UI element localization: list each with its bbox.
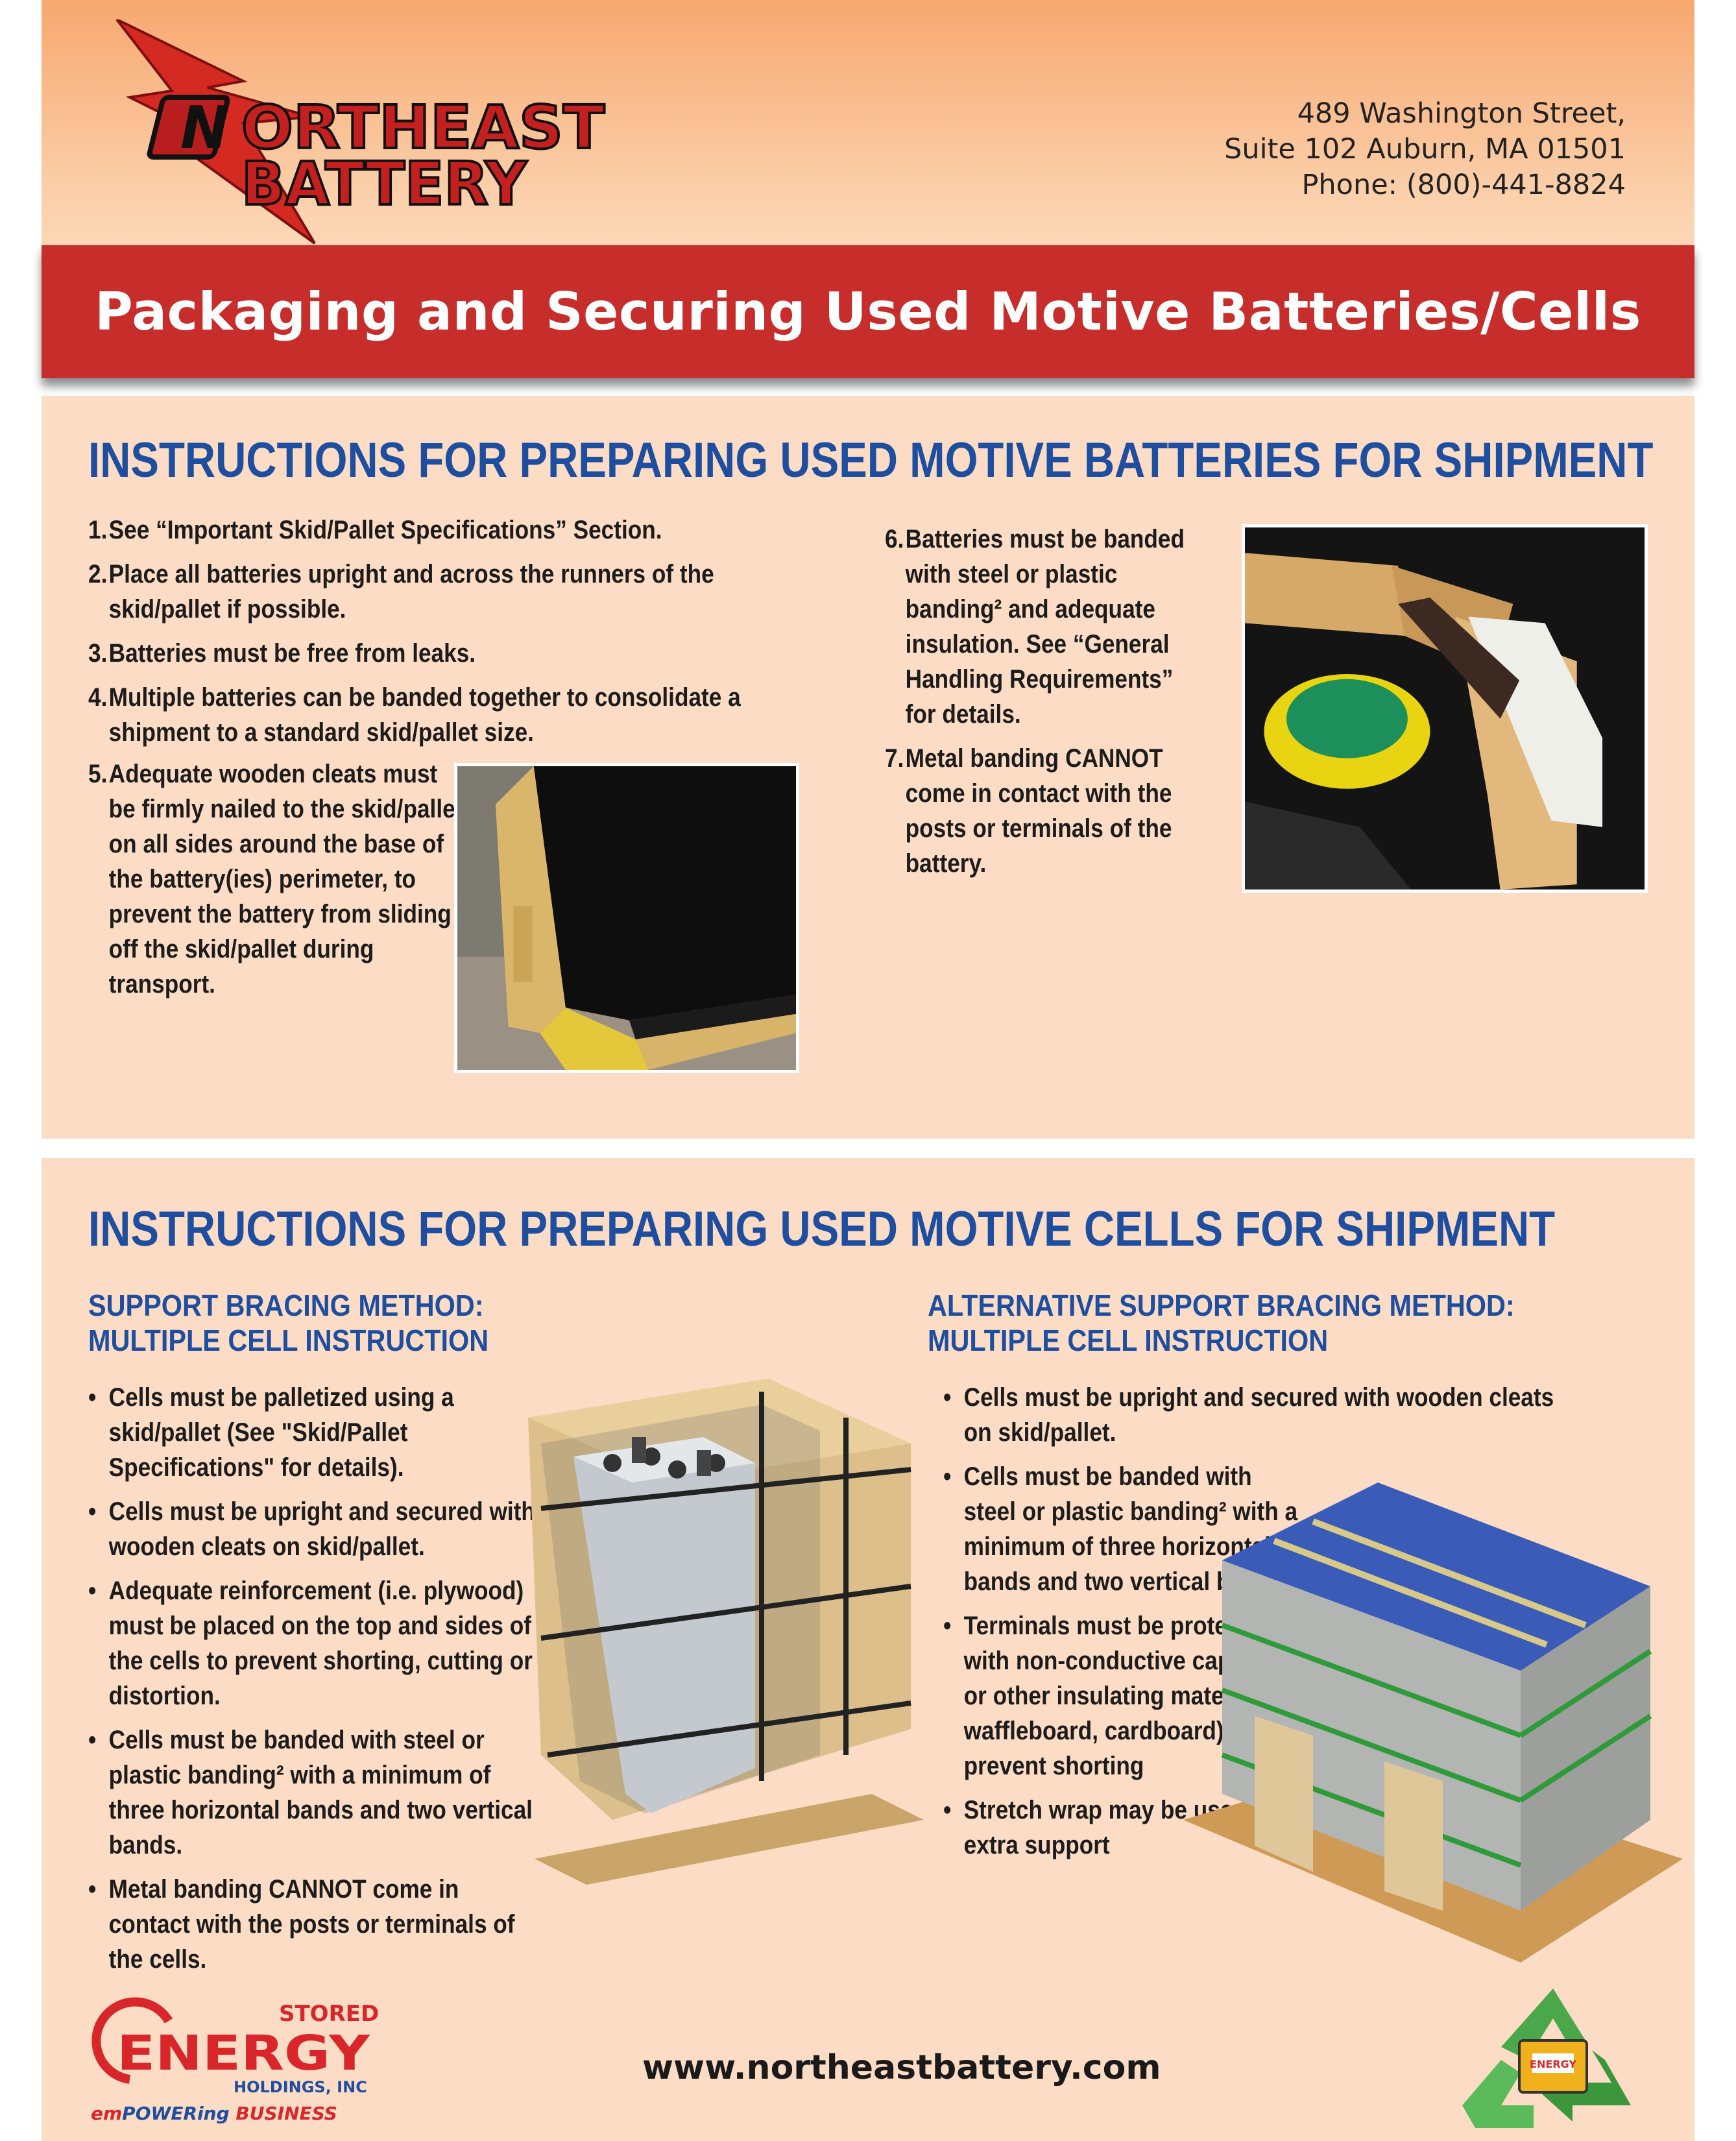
list-item: 1.See “Important Skid/Pallet Specificati… <box>88 516 662 544</box>
logo-energy-text: ENERGY <box>117 2026 371 2081</box>
list-item: 5.Adequate wooden cleats must be firmly … <box>88 760 463 998</box>
left-method-title: SUPPORT BRACING METHOD: <box>88 1288 484 1322</box>
list-item: 3.Batteries must be free from leaks. <box>88 639 476 668</box>
list-item: 6.Batteries must be banded with steel or… <box>885 525 1185 729</box>
left-method-bullets: •Cells must be palletized using a skid/p… <box>88 1380 542 1986</box>
list-item: •Cells must be upright and secured with … <box>88 1497 535 1561</box>
cell-pallet-illustration <box>1183 1482 1683 1963</box>
batteries-section: INSTRUCTIONS FOR PREPARING USED MOTIVE B… <box>42 396 1694 1139</box>
logo-tagline: emPOWERing BUSINESS <box>91 2103 337 2124</box>
northeast-battery-logo[interactable]: N ORTHEAST BATTERY <box>104 19 623 247</box>
title-banner: Packaging and Securing Used Motive Batte… <box>42 245 1694 378</box>
company-address: 489 Washington Street, Suite 102 Auburn,… <box>1042 96 1626 203</box>
list-item: •Cells must be banded with steel or plas… <box>88 1726 533 1859</box>
batteries-steps-left: 1.See “Important Skid/Pallet Specificati… <box>88 513 828 759</box>
batteries-step-5: 5.Adequate wooden cleats must be firmly … <box>88 756 464 1011</box>
batteries-heading: INSTRUCTIONS FOR PREPARING USED MOTIVE B… <box>88 433 1654 488</box>
page-title: Packaging and Securing Used Motive Batte… <box>95 282 1641 342</box>
cells-section: INSTRUCTIONS FOR PREPARING USED MOTIVE C… <box>42 1158 1694 2141</box>
logo-letter: N <box>180 94 229 162</box>
logo-stored-text: STORED <box>279 2001 379 2027</box>
banding-photo <box>1242 524 1648 893</box>
list-item: 7.Metal banding CANNOT come in contact w… <box>885 744 1172 878</box>
list-item: 2.Place all batteries upright and across… <box>88 560 714 623</box>
list-item: •Adequate reinforcement (i.e. plywood) m… <box>88 1577 533 1710</box>
batteries-steps-right: 6.Batteries must be banded with steel or… <box>885 522 1196 890</box>
website-link[interactable]: www.northeastbattery.com <box>642 2048 1161 2087</box>
left-method-subtitle: MULTIPLE CELL INSTRUCTION <box>88 1324 489 1357</box>
address-line-1: 489 Washington Street, <box>1297 97 1626 130</box>
cleat-photo <box>454 763 799 1073</box>
right-method-subtitle: MULTIPLE CELL INSTRUCTION <box>928 1324 1329 1357</box>
left-method-heading: SUPPORT BRACING METHOD: MULTIPLE CELL IN… <box>88 1288 488 1358</box>
recycle-icon: ENERGY <box>1462 1989 1631 2128</box>
logo-line-2: BATTERY <box>241 149 527 219</box>
battery-label: ENERGY <box>1530 2058 1576 2070</box>
crate-illustration <box>528 1379 924 1885</box>
right-method-heading: ALTERNATIVE SUPPORT BRACING METHOD: MULT… <box>928 1288 1515 1358</box>
right-method-title: ALTERNATIVE SUPPORT BRACING METHOD: <box>928 1288 1515 1322</box>
list-item: 4.Multiple batteries can be banded toget… <box>88 683 741 747</box>
address-line-2: Suite 102 Auburn, MA 01501 <box>1224 133 1626 165</box>
cells-heading: INSTRUCTIONS FOR PREPARING USED MOTIVE C… <box>88 1202 1556 1257</box>
logo-line-1: ORTHEAST <box>241 93 605 162</box>
phone-number[interactable]: Phone: (800)-441-8824 <box>1301 169 1626 201</box>
list-item: •Cells must be palletized using a skid/p… <box>88 1383 454 1482</box>
list-item: •Cells must be upright and secured with … <box>943 1383 1554 1447</box>
logo-holdings-text: HOLDINGS, INC <box>234 2078 367 2096</box>
list-item: •Metal banding CANNOT come in contact wi… <box>88 1875 515 1974</box>
stored-energy-logo[interactable]: STORED ENERGY HOLDINGS, INC emPOWERing B… <box>84 1995 383 2125</box>
